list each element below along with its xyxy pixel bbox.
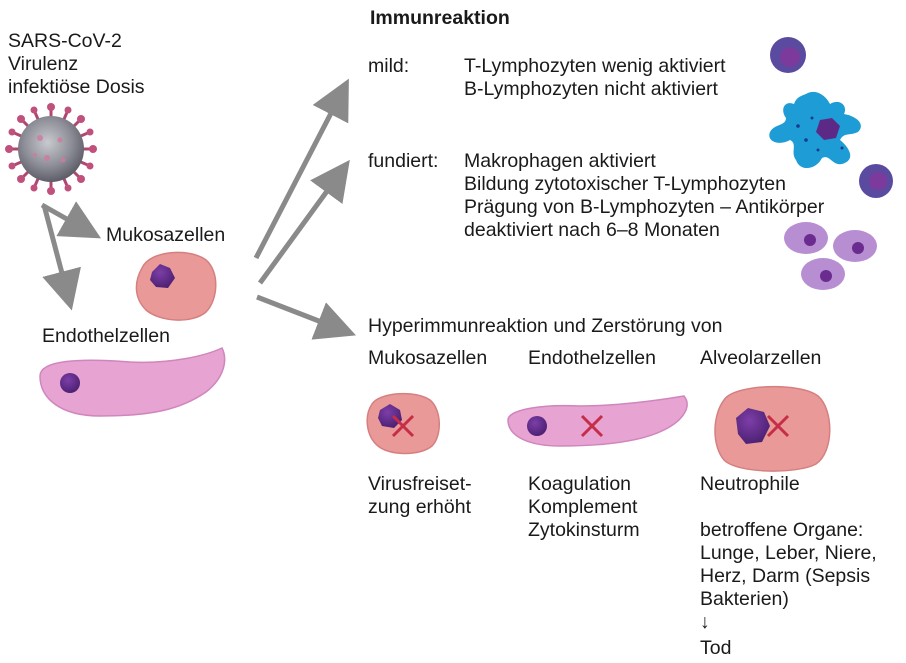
arrow-to-fundiert xyxy=(257,159,350,285)
t-cell-icon xyxy=(859,164,893,198)
endothelial-cell-icon xyxy=(39,347,226,417)
immune-reaction-title: Immunreaktion xyxy=(370,7,510,29)
virus-label-virulence: Virulenz xyxy=(8,53,79,75)
organs-line-3: Herz, Darm (Sepsis xyxy=(700,565,871,587)
lymphocyte-icon xyxy=(770,37,806,73)
destroyed-mark-icon xyxy=(580,414,604,438)
arrow-virus-to-mucosa xyxy=(40,201,102,239)
hyper-col-alveolar-header: Alveolarzellen xyxy=(700,347,822,369)
hyper-title: Hyperimmunreaktion und Zerstörung von xyxy=(368,315,723,337)
fundiert-line-3: Prägung von B-Lymphozyten – Antikörper xyxy=(464,196,825,218)
fundiert-line-4: deaktiviert nach 6–8 Monaten xyxy=(464,219,720,241)
organs-line-2: Lunge, Leber, Niere, xyxy=(700,542,877,564)
sars-cov-2-virus-icon xyxy=(5,103,97,195)
down-arrow-icon: ↓ xyxy=(700,611,710,633)
hyper-col-mucosa-header: Mukosazellen xyxy=(368,347,488,369)
destroyed-mucosa-cell-icon xyxy=(366,392,440,455)
mucosa-label: Mukosazellen xyxy=(106,224,226,246)
arrow-to-hyper xyxy=(256,294,356,340)
mucosa-effect-line-2: zung erhöht xyxy=(368,496,471,518)
alveolar-effect-line-1: Neutrophile xyxy=(700,473,800,495)
mild-line-1: T-Lymphozyten wenig aktiviert xyxy=(464,55,726,77)
organs-line-1: betroffene Organe: xyxy=(700,519,864,541)
mild-line-2: B-Lymphozyten nicht aktiviert xyxy=(464,78,718,100)
arrow-to-mild xyxy=(253,78,349,260)
mild-label: mild: xyxy=(368,55,410,77)
mucosa-cell-icon xyxy=(135,251,217,321)
hyper-col-endothelial-header: Endothelzellen xyxy=(528,347,656,369)
mucosa-effect-line-1: Virusfreiset- xyxy=(368,473,472,495)
fundiert-label: fundiert: xyxy=(368,150,439,172)
virus-label-name: SARS-CoV-2 xyxy=(8,30,122,52)
endothelial-effect-line-3: Zytokinsturm xyxy=(528,519,640,541)
destroyed-mark-icon xyxy=(391,414,415,438)
endothelial-effect-line-1: Koagulation xyxy=(528,473,632,495)
destroyed-alveolar-cell-icon xyxy=(714,385,831,472)
virus-label-dose: infektiöse Dosis xyxy=(8,76,145,98)
destroyed-endothelial-cell-icon xyxy=(507,395,688,447)
organs-line-4: Bakterien) xyxy=(700,588,789,610)
arrow-virus-to-endothelial xyxy=(41,204,81,311)
destroyed-mark-icon xyxy=(766,414,790,438)
fundiert-line-2: Bildung zytotoxischer T-Lymphozyten xyxy=(464,173,786,195)
fundiert-line-1: Makrophagen aktiviert xyxy=(464,150,656,172)
dendritic-cell-icon xyxy=(769,91,861,169)
endothelial-effect-line-2: Komplement xyxy=(528,496,638,518)
endothelial-label: Endothelzellen xyxy=(42,325,170,347)
b-cell-icons xyxy=(784,222,877,290)
outcome-label: Tod xyxy=(700,637,732,659)
